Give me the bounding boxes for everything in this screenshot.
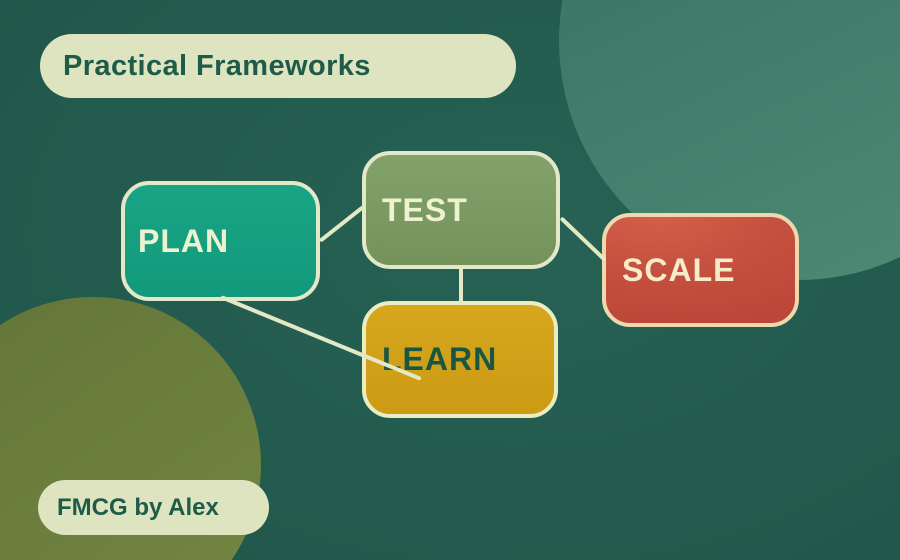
node-plan[interactable]: PLAN	[121, 181, 320, 301]
title-pill[interactable]: Practical Frameworks	[40, 34, 516, 98]
connector-plan-test	[318, 205, 365, 243]
node-learn[interactable]: LEARN	[362, 301, 558, 418]
node-scale[interactable]: SCALE	[602, 213, 799, 327]
footer-pill[interactable]: FMCG by Alex	[38, 480, 269, 535]
footer-label: FMCG by Alex	[57, 493, 219, 521]
connector-test-scale	[559, 216, 607, 262]
connector-test-learn	[459, 265, 463, 305]
node-test-label: TEST	[382, 191, 468, 228]
node-test[interactable]: TEST	[362, 151, 560, 269]
slide-title: Practical Frameworks	[63, 49, 371, 82]
node-scale-label: SCALE	[622, 251, 736, 288]
node-plan-label: PLAN	[138, 222, 230, 259]
